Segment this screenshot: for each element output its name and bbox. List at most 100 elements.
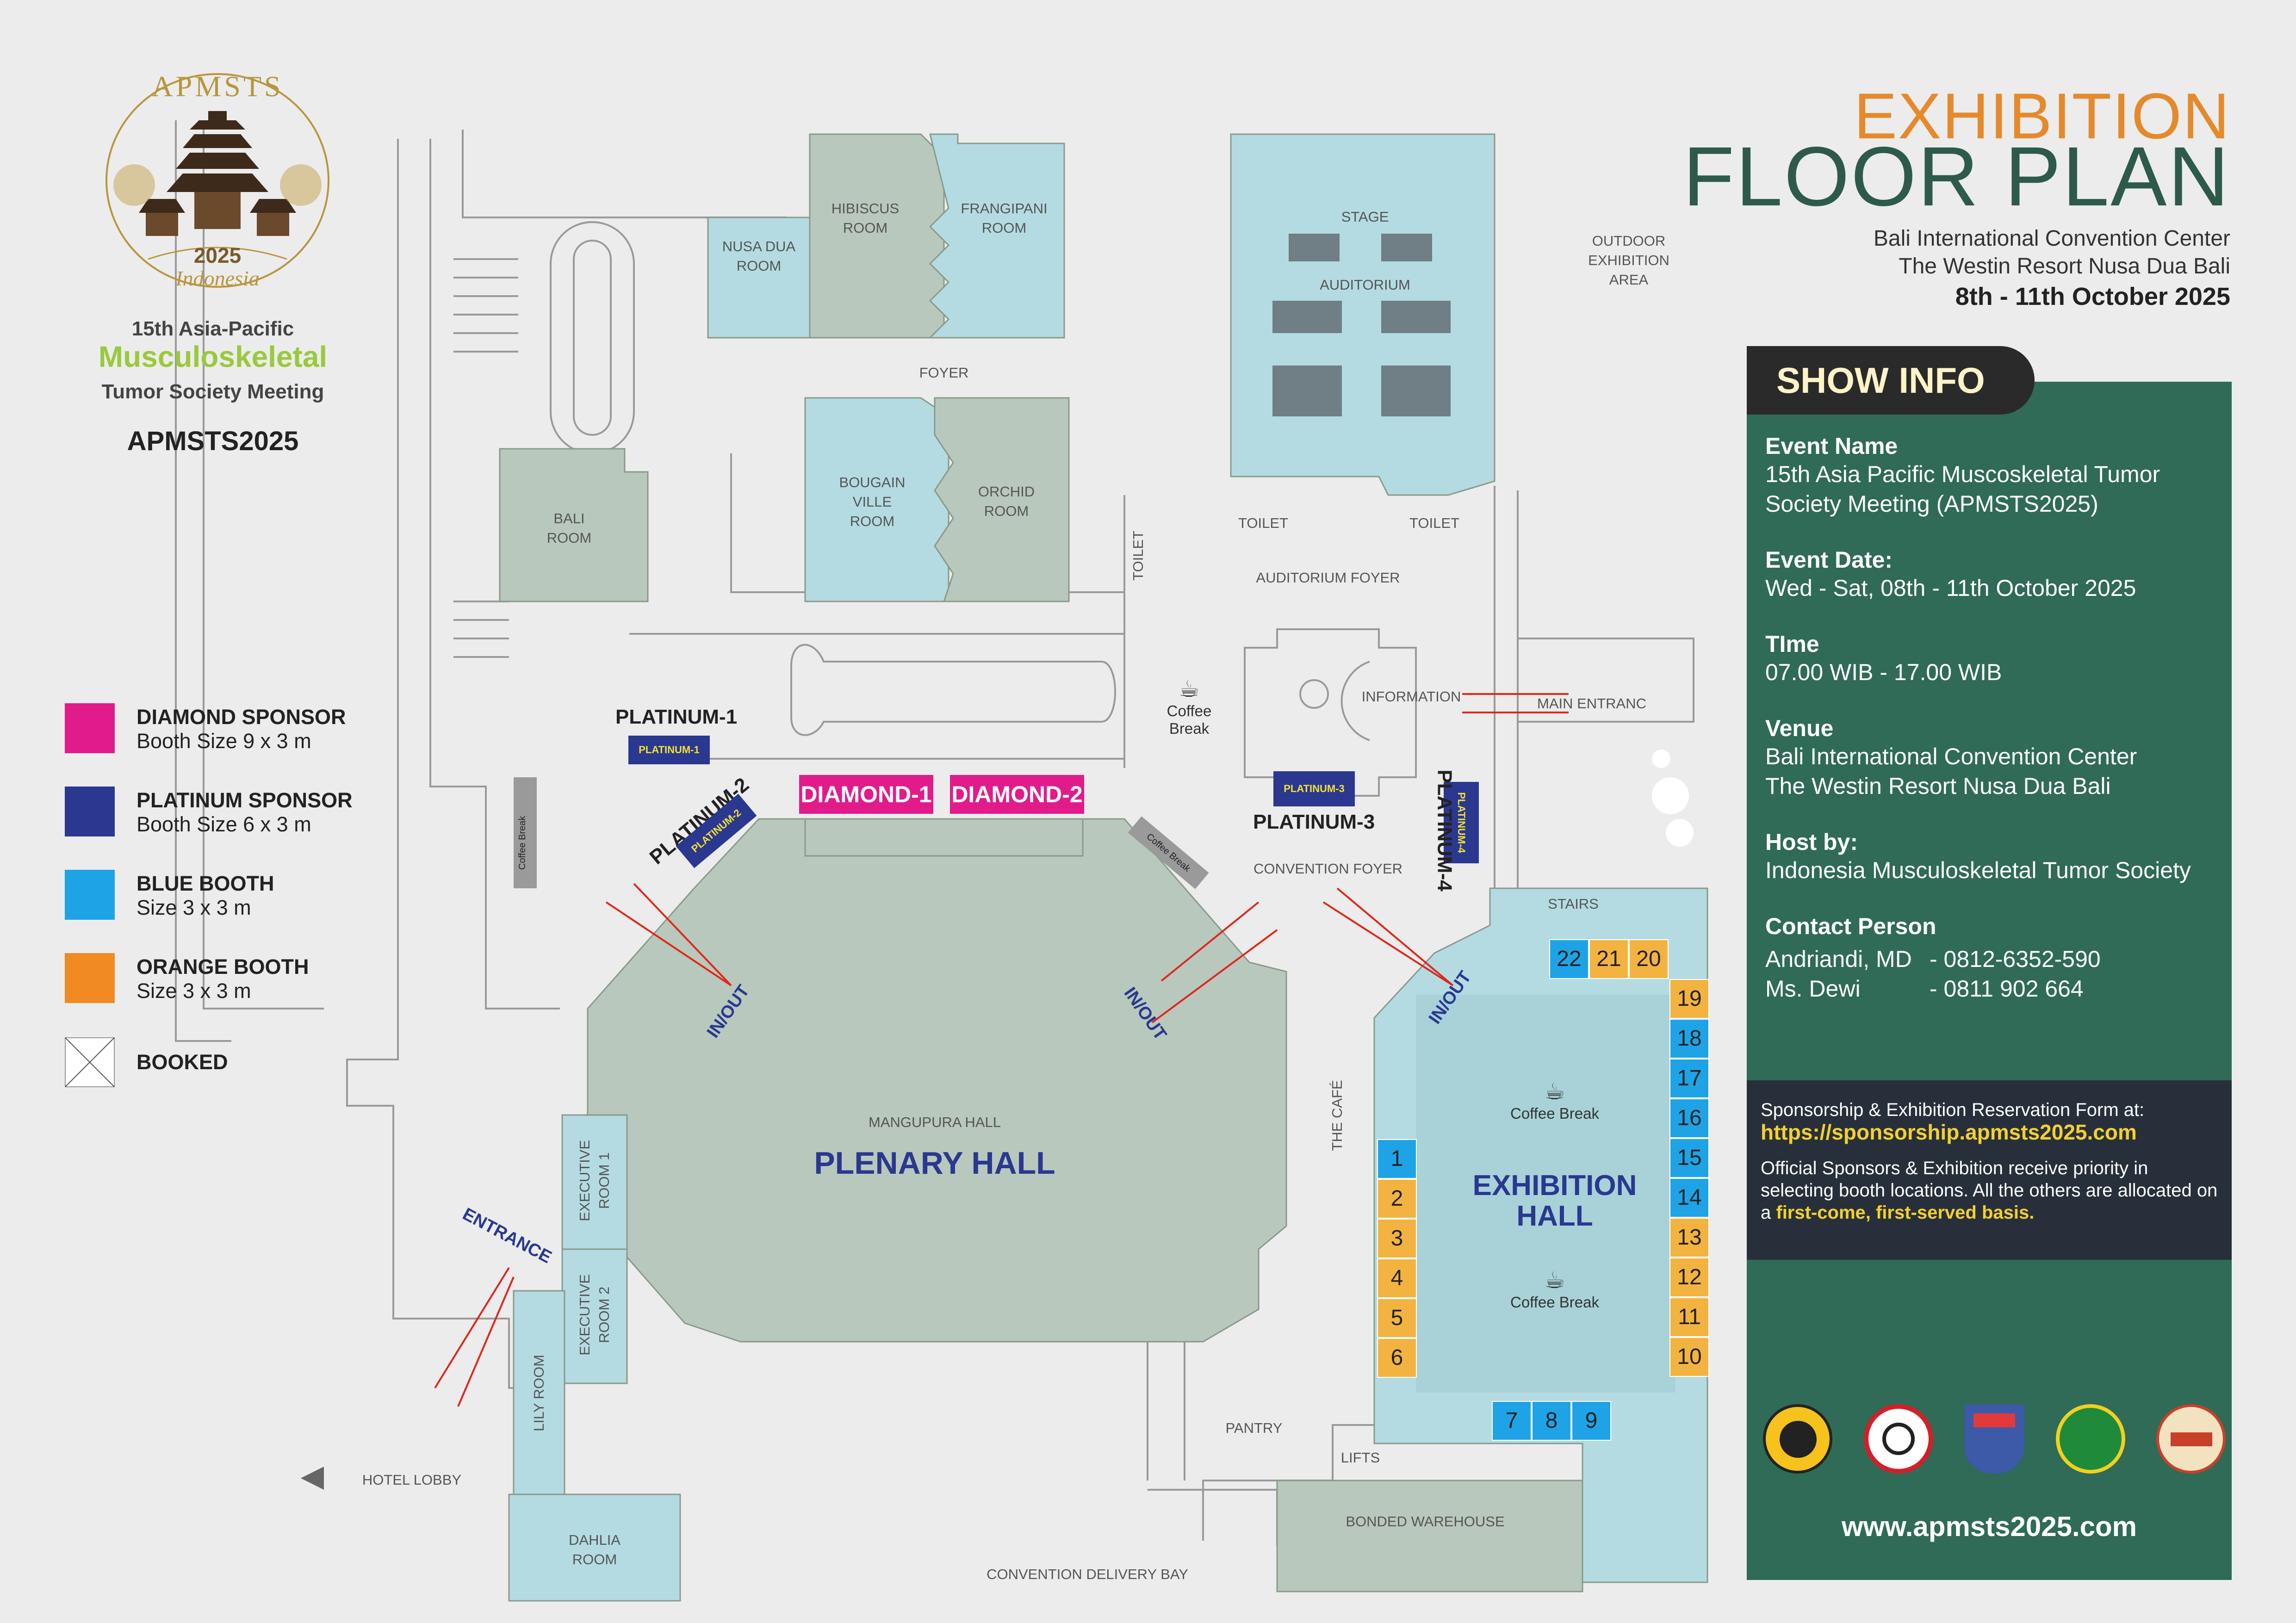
booked-cross-icon [65, 1037, 115, 1087]
contact-name: Ms. Dewi [1765, 976, 1861, 1002]
booth-7[interactable]: 7 [1492, 1401, 1532, 1441]
show-info-panel [1747, 382, 2232, 1580]
room-stage: STAGE [1341, 209, 1389, 225]
room-bougainville: BOUGAIN VILLE ROOM [839, 474, 906, 529]
room-delivery-bay: CONVENTION DELIVERY BAY [987, 1566, 1188, 1582]
title-floor-plan: FLOOR PLAN [1683, 129, 2230, 223]
show-info-heading: SHOW INFO [1747, 346, 2035, 415]
platinum-1-label: PLATINUM-1 [615, 706, 738, 728]
room-executive-2: EXECUTIVE ROOM 2 [577, 1274, 612, 1356]
legend-platinum-size: Booth Size 6 x 3 m [137, 812, 311, 836]
apmsts-seal-icon [1763, 1404, 1832, 1474]
booth-19[interactable]: 19 [1669, 979, 1709, 1019]
booth-4[interactable]: 4 [1377, 1258, 1417, 1298]
diamond-2-booth[interactable]: DIAMOND-2 [950, 775, 1084, 814]
diamond-1-booth[interactable]: DIAMOND-1 [799, 775, 933, 814]
room-main-entrance: MAIN ENTRANC [1537, 695, 1646, 712]
room-lifts: LIFTS [1340, 1450, 1380, 1466]
hotel-lobby-label: HOTEL LOBBY [362, 1472, 462, 1488]
room-auditorium: AUDITORIUM [1320, 277, 1410, 293]
room-bonded-warehouse: BONDED WAREHOUSE [1346, 1513, 1505, 1530]
legend: DIAMOND SPONSOR Booth Size 9 x 3 m PLATI… [65, 703, 435, 1101]
contact-name: Andriandi, MD [1765, 946, 1912, 972]
booth-20[interactable]: 20 [1629, 939, 1669, 979]
booth-2[interactable]: 2 [1377, 1179, 1417, 1219]
platinum-1-booth[interactable]: PLATINUM-1 [628, 736, 710, 764]
booth-15[interactable]: 15 [1669, 1138, 1709, 1178]
reserve-intro: Sponsorship & Exhibition Reservation For… [1761, 1100, 2145, 1120]
booth-10[interactable]: 10 [1669, 1337, 1709, 1377]
event-date-label: Event Date: [1765, 547, 1893, 573]
legend-blue-size: Size 3 x 3 m [137, 896, 251, 919]
booth-8[interactable]: 8 [1532, 1401, 1571, 1441]
temple-emblem-icon [105, 73, 329, 288]
venue-label: Venue [1765, 715, 1834, 741]
coffee-cup-icon: ☕ [1544, 1078, 1565, 1104]
event-logo: APMSTS 2025 Indonesia [69, 60, 356, 301]
reserve-url-link[interactable]: https://sponsorship.apmsts2025.com [1761, 1120, 2137, 1144]
booth-11[interactable]: 11 [1669, 1297, 1709, 1337]
logo-year: 2025 [193, 243, 242, 267]
venue-line-1: Bali International Convention Center [1873, 226, 2230, 251]
legend-diamond-size: Booth Size 9 x 3 m [137, 729, 311, 753]
booth-5[interactable]: 5 [1377, 1298, 1417, 1338]
coffee-break-label: Coffee Break [1510, 1294, 1599, 1311]
platinum-3-booth[interactable]: PLATINUM-3 [1273, 771, 1355, 806]
booth-16[interactable]: 16 [1669, 1098, 1709, 1138]
logo-country: Indonesia [175, 266, 260, 290]
booth-17[interactable]: 17 [1669, 1059, 1709, 1098]
room-mangupura-hall: MANGUPURA HALL [869, 1114, 1001, 1130]
legend-blue-name: BLUE BOOTH [137, 872, 274, 895]
event-name-label: Event Name [1765, 433, 1898, 459]
idi-logo-icon [1863, 1404, 1933, 1474]
legend-platinum-swatch [65, 787, 115, 836]
platinum-3-label: PLATINUM-3 [1253, 811, 1375, 833]
booth-12[interactable]: 12 [1669, 1258, 1709, 1297]
room-dahlia: DAHLIA ROOM [569, 1532, 621, 1567]
room-stairs: STAIRS [1548, 896, 1599, 912]
coffee-break-label: Coffee Break [1167, 702, 1212, 737]
platinum-4-label: PLATINUM-4 [1433, 769, 1456, 892]
room-auditorium-foyer: AUDITORIUM FOYER [1256, 570, 1400, 586]
coffee-break-hall-1: ☕ Coffee Break [1504, 1078, 1606, 1122]
booth-21[interactable]: 21 [1589, 939, 1629, 979]
room-foyer: FOYER [919, 365, 969, 381]
contact-phone[interactable]: - 0811 902 664 [1930, 976, 2084, 1002]
booth-22[interactable]: 22 [1549, 939, 1589, 979]
room-nusa-dua: NUSA DUA ROOM [722, 238, 796, 274]
booth-1[interactable]: 1 [1377, 1139, 1417, 1179]
event-name-value: 15th Asia Pacific Muscoskeletal Tumor So… [1765, 461, 2160, 517]
logo-arc-text: APMSTS [151, 70, 284, 103]
booth-14[interactable]: 14 [1669, 1178, 1709, 1218]
coffee-break-label: Coffee Break [517, 816, 527, 870]
booth-3[interactable]: 3 [1377, 1219, 1417, 1258]
legend-diamond-swatch [65, 703, 115, 753]
room-convention-foyer: CONVENTION FOYER [1253, 861, 1403, 877]
contact-phone[interactable]: - 0812-6352-590 [1930, 946, 2101, 972]
shield-logo-icon [1964, 1404, 2024, 1474]
booth-18[interactable]: 18 [1669, 1019, 1709, 1059]
green-seal-logo-icon [2055, 1404, 2125, 1474]
booth-6[interactable]: 6 [1377, 1338, 1417, 1378]
room-frangipani: FRANGIPANI ROOM [961, 200, 1048, 236]
room-outdoor-exhibition: OUTDOOR EXHIBITION AREA [1588, 233, 1669, 288]
logo-line-1: 15th Asia-Pacific [131, 317, 294, 340]
website-link[interactable]: www.apmsts2025.com [1841, 1511, 2137, 1542]
legend-diamond-name: DIAMOND SPONSOR [137, 705, 346, 729]
legend-blue-swatch [65, 870, 115, 920]
room-information: INFORMATION [1361, 688, 1461, 705]
host-label: Host by: [1765, 829, 1858, 855]
room-pantry: PANTRY [1225, 1420, 1283, 1436]
logo-code: APMSTS2025 [127, 426, 299, 456]
booth-9[interactable]: 9 [1571, 1401, 1611, 1441]
booth-13[interactable]: 13 [1669, 1218, 1709, 1258]
coffee-break-corridor: Coffee Break [514, 777, 537, 888]
priority-highlight: first-come, first-served basis. [1776, 1202, 2035, 1223]
room-the-cafe: THE CAFÉ [1329, 1080, 1346, 1151]
coffee-break-hall-2: ☕ Coffee Break [1504, 1267, 1606, 1311]
event-date-value: Wed - Sat, 08th - 11th October 2025 [1765, 575, 2136, 601]
platinum-4-booth[interactable]: PLATINUM-4 [1444, 782, 1479, 863]
room-toilet-left: TOILET [1238, 515, 1288, 531]
room-toilet-vertical: TOILET [1130, 530, 1147, 581]
